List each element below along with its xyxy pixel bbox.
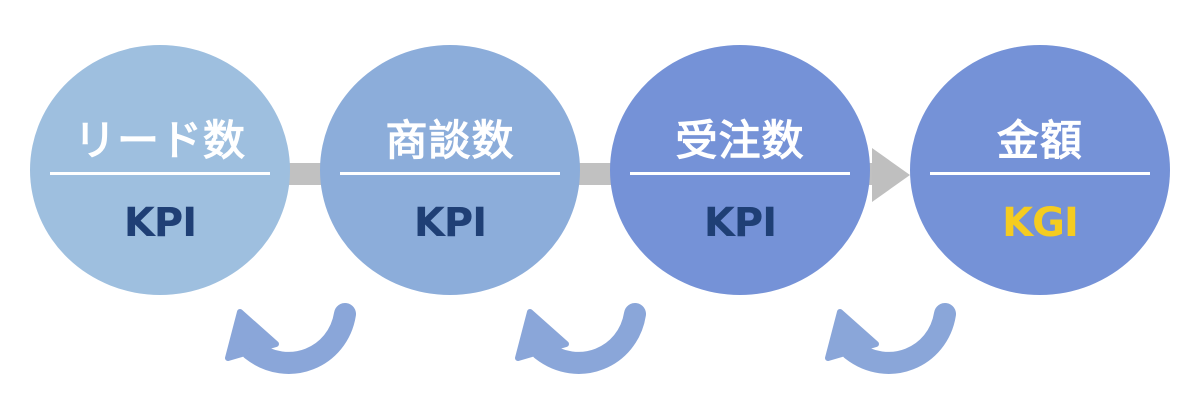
node-title: 金額 <box>996 116 1083 165</box>
right-arrow-icon <box>872 148 910 202</box>
node-title: 商談数 <box>385 116 515 165</box>
flow-node-meetings: 商談数 KPI <box>320 45 580 295</box>
node-label: KPI <box>413 200 487 246</box>
curved-return-arrow-icon <box>825 303 956 374</box>
node-divider <box>340 172 560 175</box>
node-label: KPI <box>703 200 777 246</box>
node-label: KGI <box>1002 200 1079 246</box>
flow-node-leads: リード数 KPI <box>30 45 290 295</box>
node-divider <box>630 172 850 175</box>
flow-node-orders: 受注数 KPI <box>610 45 870 295</box>
node-label: KPI <box>123 200 197 246</box>
node-divider <box>930 172 1150 175</box>
curved-return-arrow-icon <box>515 303 646 374</box>
node-title: 受注数 <box>675 116 805 165</box>
curved-return-arrow-icon <box>225 303 356 374</box>
flow-node-amount: 金額 KGI <box>910 45 1170 295</box>
node-divider <box>50 172 270 175</box>
node-title: リード数 <box>73 116 246 165</box>
